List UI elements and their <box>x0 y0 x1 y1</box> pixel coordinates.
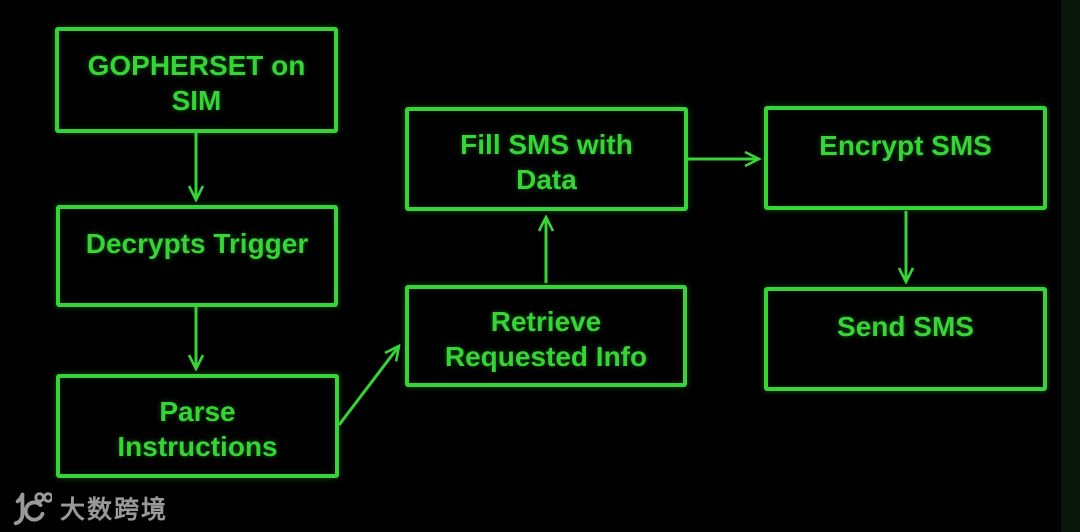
dashukuajing-logo-icon <box>13 492 52 526</box>
watermark-text: 大数跨境 <box>60 496 169 524</box>
flow-node-decrypts-trigger: Decrypts Trigger <box>56 205 338 307</box>
watermark: 大数跨境 <box>10 488 168 528</box>
flow-node-encrypt-sms: Encrypt SMS <box>764 106 1047 210</box>
flow-node-gopherset-on-sim: GOPHERSET on SIM <box>55 27 338 133</box>
flow-node-label: Send SMS <box>837 310 974 342</box>
flow-node-fill-sms-with-data: Fill SMS with Data <box>405 107 688 211</box>
flow-node-retrieve-requested-info: Retrieve Requested Info <box>405 285 687 387</box>
flow-node-label: Fill SMS with Data <box>460 129 633 195</box>
flow-node-send-sms: Send SMS <box>764 287 1047 391</box>
right-edge-strip <box>1061 0 1080 532</box>
flow-node-label: Retrieve Requested Info <box>444 306 648 372</box>
flow-node-label: GOPHERSET on SIM <box>87 50 306 116</box>
arrow-parse-to-retrieve <box>337 346 399 426</box>
flow-node-label: Parse Instructions <box>117 396 278 462</box>
flow-node-parse-instructions: Parse Instructions <box>56 374 339 478</box>
flow-node-label: Encrypt SMS <box>819 129 992 161</box>
flow-node-label: Decrypts Trigger <box>85 227 309 259</box>
